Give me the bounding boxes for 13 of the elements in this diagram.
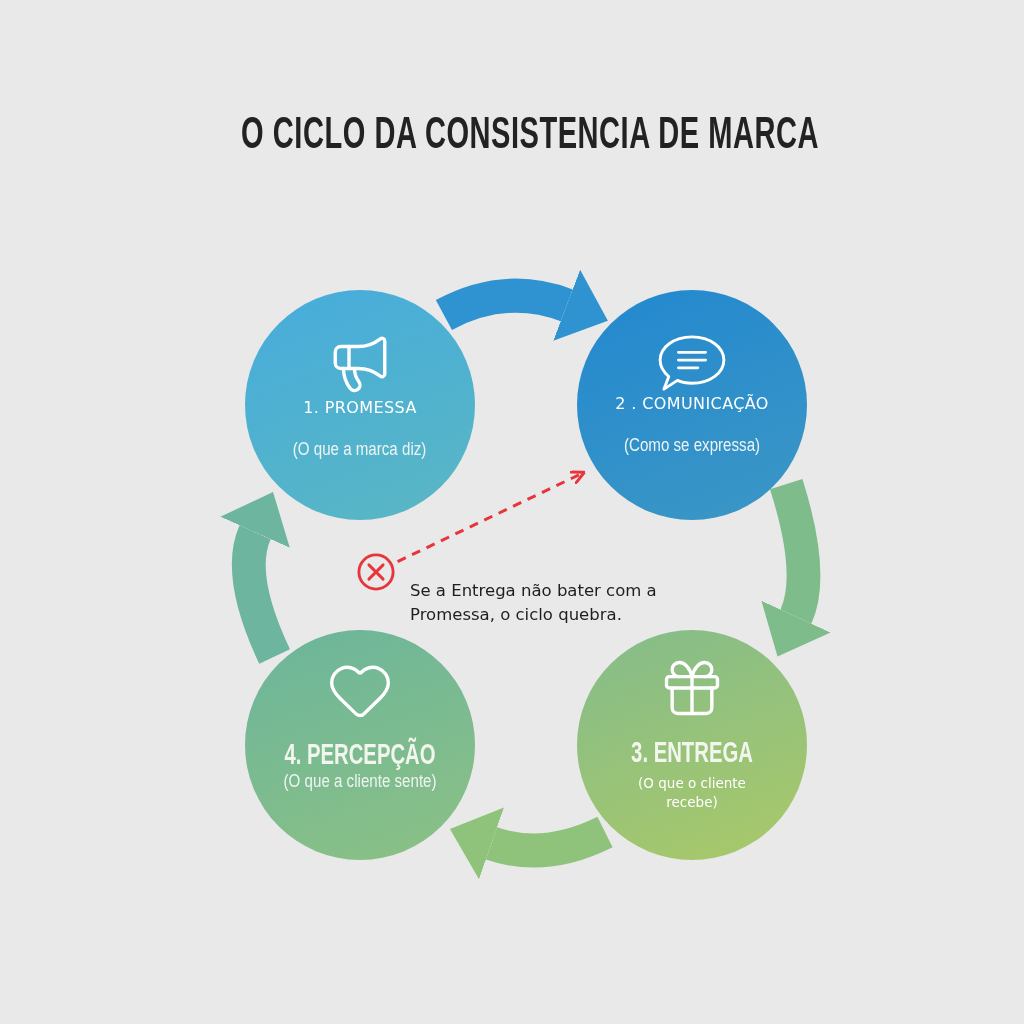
dashed-arrow (396, 470, 586, 563)
annotation-text: Se a Entrega não bater com a Promessa, o ciclo quebra. (410, 580, 658, 626)
step-title: 3. ENTREGA (631, 736, 753, 768)
curved-arrow (219, 491, 291, 664)
step-title: 4. PERCEPÇÃO (284, 738, 436, 770)
step-subtitle: (Como se expressa) (623, 434, 761, 456)
step-title: 2 . COMUNICAÇÃO (615, 393, 769, 415)
step-subtitle: (O que o cliente recebe) (637, 774, 747, 812)
diagram-title: O CICLO DA CONSISTENCIA DE MARCA (241, 108, 819, 158)
step-subtitle: (O que a cliente sente) (283, 770, 437, 792)
x-circle-icon (357, 553, 395, 591)
step-title: 1. PROMESSA (303, 397, 417, 419)
step-subtitle: (O que a marca diz) (293, 438, 427, 460)
